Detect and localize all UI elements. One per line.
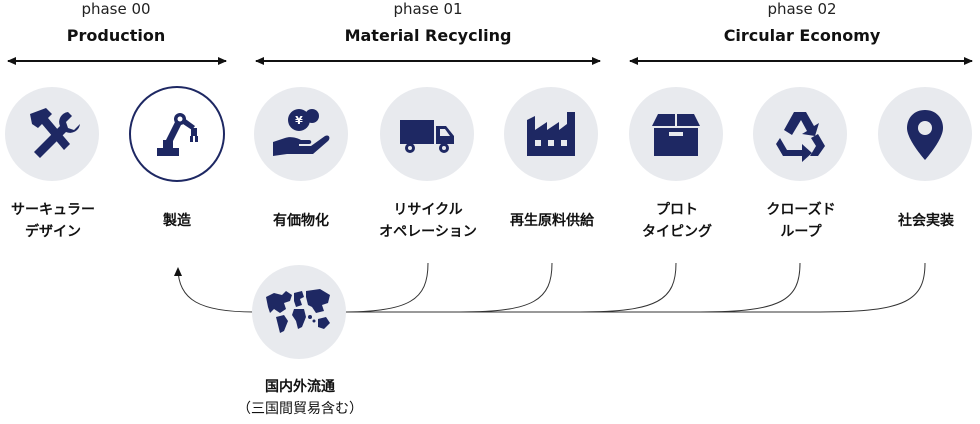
node-recycling-operation bbox=[380, 87, 474, 181]
label-manufacturing: 製造 bbox=[112, 210, 242, 232]
phase-00-number: phase 00 bbox=[81, 0, 151, 18]
node-prototyping bbox=[629, 87, 723, 181]
label-distribution: 国内外流通 bbox=[235, 376, 365, 398]
flow-line-recycling-operation bbox=[339, 262, 429, 313]
flow-line-return-to-manufacturing bbox=[174, 267, 255, 313]
distribution-label: 国内外流通 bbox=[265, 379, 335, 395]
label-line-2: タイピング bbox=[642, 224, 712, 240]
hand-yen-icon: ¥ bbox=[273, 109, 330, 156]
label-line-1: サーキュラー bbox=[11, 202, 95, 218]
label-line-2: ループ bbox=[780, 224, 822, 240]
label-prototyping: プロト タイピング bbox=[612, 199, 742, 243]
label-raw-material-supply: 再生原料供給 bbox=[487, 210, 617, 232]
factory-icon bbox=[527, 112, 575, 156]
svg-text:¥: ¥ bbox=[295, 114, 303, 127]
label-line-2: デザイン bbox=[25, 224, 81, 240]
label-recycling-operation: リサイクル オペレーション bbox=[363, 199, 493, 243]
label-line-2: オペレーション bbox=[379, 224, 477, 240]
robot-arm-icon bbox=[157, 113, 198, 156]
label-line-1: クローズド bbox=[766, 202, 836, 218]
node-circular-design bbox=[5, 87, 99, 181]
label-line-1: 製造 bbox=[163, 213, 191, 229]
phase-02-name: Circular Economy bbox=[723, 26, 881, 45]
phase-02-number: phase 02 bbox=[767, 0, 837, 18]
node-distribution bbox=[252, 265, 346, 359]
label-closed-loop: クローズド ループ bbox=[736, 199, 866, 243]
flow-line-social-implementation bbox=[819, 262, 926, 313]
label-distribution-sub: （三国間貿易含む） bbox=[220, 398, 380, 420]
phase-01-name: Material Recycling bbox=[344, 26, 512, 45]
label-social-implementation: 社会実装 bbox=[861, 210, 980, 232]
node-raw-material-supply bbox=[504, 87, 598, 181]
flow-line-prototyping bbox=[579, 262, 677, 313]
label-line-1: プロト bbox=[656, 202, 698, 218]
map-pin-icon bbox=[907, 110, 943, 160]
label-line-1: 社会実装 bbox=[898, 213, 954, 229]
label-line-1: 再生原料供給 bbox=[510, 213, 594, 229]
distribution-sublabel: （三国間貿易含む） bbox=[237, 401, 363, 417]
node-manufacturing bbox=[129, 86, 225, 182]
label-line-1: リサイクル bbox=[393, 202, 463, 218]
flow-line-closed-loop bbox=[699, 262, 801, 313]
label-circular-design: サーキュラー デザイン bbox=[0, 199, 118, 243]
phase-01-number: phase 01 bbox=[393, 0, 463, 18]
node-valuation: ¥ bbox=[254, 87, 348, 181]
truck-icon bbox=[400, 120, 454, 153]
node-closed-loop bbox=[753, 87, 847, 181]
label-valuation: 有価物化 bbox=[236, 210, 366, 232]
recycle-icon bbox=[776, 112, 825, 162]
label-line-1: 有価物化 bbox=[273, 213, 329, 229]
flow-line-raw-material bbox=[459, 262, 553, 313]
box-icon bbox=[652, 114, 700, 156]
world-map-icon bbox=[266, 289, 330, 333]
phase-00-name: Production bbox=[66, 26, 166, 45]
tools-icon bbox=[30, 108, 80, 158]
node-social-implementation bbox=[878, 87, 972, 181]
